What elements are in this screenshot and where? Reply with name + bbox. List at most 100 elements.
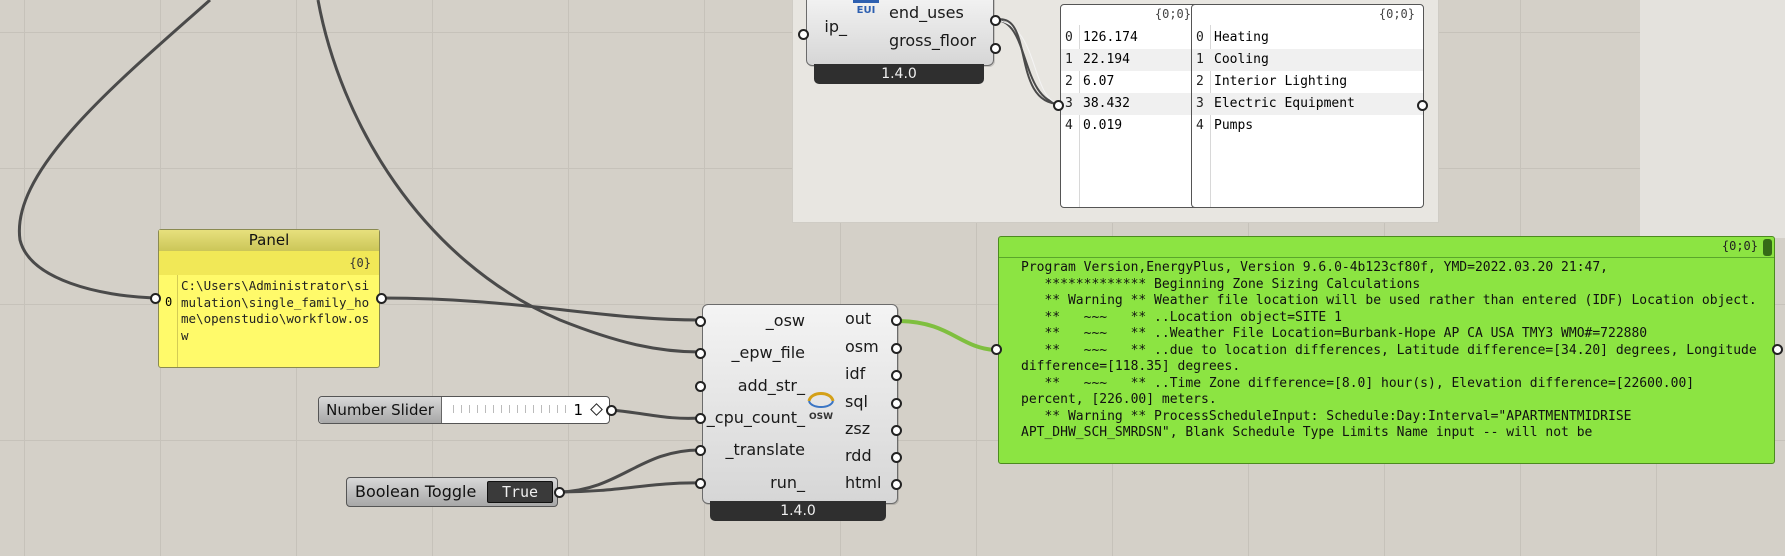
osw-input-epw-file: _epw_file xyxy=(731,343,805,362)
boolean-toggle-label: Boolean Toggle xyxy=(355,482,477,501)
output-panel-in-port[interactable] xyxy=(991,344,1002,355)
osw-zsz-port[interactable] xyxy=(891,425,902,436)
eui-output-gross-floor: gross_floor xyxy=(889,31,977,50)
osw-sql-port[interactable] xyxy=(891,398,902,409)
number-slider-out-port[interactable] xyxy=(606,405,617,416)
list-item: 3 38.432 xyxy=(1061,93,1211,115)
boolean-toggle[interactable]: Boolean Toggle True xyxy=(346,477,558,507)
osw-idf-port[interactable] xyxy=(891,370,902,381)
wire-epw-loop[interactable] xyxy=(316,0,701,354)
row-index: 0 xyxy=(1196,30,1204,45)
osw-input-cpu-count: _cpu_count_ xyxy=(706,408,805,427)
names-panel-out-port[interactable] xyxy=(1417,100,1428,111)
list-item: 0 126.174 xyxy=(1061,27,1211,49)
row-value: 38.432 xyxy=(1083,96,1130,111)
wire-end-uses-c[interactable] xyxy=(994,18,1061,105)
row-index: 3 xyxy=(1065,96,1073,111)
osw-version-bar: 1.4.0 xyxy=(710,501,886,521)
wire-end-uses-b[interactable] xyxy=(994,19,1061,105)
osw-html-port[interactable] xyxy=(891,479,902,490)
osw-icon-label: OSW xyxy=(809,412,833,422)
row-value: Electric Equipment xyxy=(1214,96,1355,111)
wire-toggle-to-run[interactable] xyxy=(559,481,701,494)
list-item: 0 Heating xyxy=(1192,27,1423,49)
osw-input-add-str: add_str_ xyxy=(737,376,805,395)
row-index: 0 xyxy=(1065,30,1073,45)
run-osw-component[interactable]: _osw _epw_file add_str_ _cpu_count_ _tra… xyxy=(702,304,898,504)
row-value: Pumps xyxy=(1214,118,1254,133)
values-panel-divider xyxy=(1079,25,1080,207)
osw-output-sql: sql xyxy=(845,392,868,411)
osw-icon: OSW xyxy=(803,387,839,423)
output-panel-out-port[interactable] xyxy=(1772,344,1783,355)
eui-end-uses-port[interactable] xyxy=(990,15,1001,26)
output-panel-text: Program Version,EnergyPlus, Version 9.6.… xyxy=(1021,260,1757,440)
eui-component[interactable]: EUI ip_ end_uses gross_floor xyxy=(806,0,994,66)
number-slider-track[interactable] xyxy=(453,405,573,413)
eui-ip-port[interactable] xyxy=(798,29,809,40)
wire-slider-to-cpu[interactable] xyxy=(611,408,701,420)
eui-output-end-uses: end_uses xyxy=(889,3,964,22)
row-value: Interior Lighting xyxy=(1214,74,1348,89)
osw-run-port[interactable] xyxy=(695,478,706,489)
values-panel-path: {0;0} xyxy=(1154,7,1191,21)
osw-cpu-count-port[interactable] xyxy=(695,413,706,424)
row-index: 4 xyxy=(1065,118,1073,133)
row-value: Cooling xyxy=(1214,52,1269,67)
file-path-panel-out-port[interactable] xyxy=(376,293,387,304)
row-index: 2 xyxy=(1065,74,1073,89)
osw-output-idf: idf xyxy=(845,364,866,383)
row-value: Heating xyxy=(1214,30,1269,45)
osw-osw-port[interactable] xyxy=(695,316,706,327)
values-panel-in-port[interactable] xyxy=(1053,100,1064,111)
osw-input-translate: _translate xyxy=(725,440,806,459)
osw-output-rdd: rdd xyxy=(845,446,872,465)
row-value: 0.019 xyxy=(1083,118,1123,133)
panel-title: Panel xyxy=(159,230,379,252)
boolean-toggle-value[interactable]: True xyxy=(487,481,553,503)
number-slider[interactable]: Number Slider 1 xyxy=(318,396,610,424)
row-index: 3 xyxy=(1196,96,1204,111)
eui-icon-label: EUI xyxy=(857,5,876,15)
eui-gross-floor-port[interactable] xyxy=(990,43,1001,54)
panel-divider xyxy=(177,275,178,367)
file-path-panel[interactable]: Panel {0} 0 C:\Users\Administrator\simul… xyxy=(158,229,380,368)
eui-icon: EUI xyxy=(849,0,883,16)
eui-input-ip: ip_ xyxy=(824,17,847,36)
boolean-toggle-out-port[interactable] xyxy=(554,487,565,498)
row-value: 6.07 xyxy=(1083,74,1115,89)
row-index: 4 xyxy=(1196,118,1204,133)
osw-output-html: html xyxy=(845,473,882,492)
list-item: 3 Electric Equipment xyxy=(1192,93,1423,115)
number-slider-label: Number Slider xyxy=(319,397,442,423)
osw-rdd-port[interactable] xyxy=(891,452,902,463)
row-value: 126.174 xyxy=(1083,30,1138,45)
wire-path-to-osw[interactable] xyxy=(381,296,701,322)
wire-upper-loop[interactable] xyxy=(17,0,211,300)
wire-toggle-to-translate[interactable] xyxy=(559,448,701,494)
osw-output-osm: osm xyxy=(845,337,879,356)
osw-osm-port[interactable] xyxy=(891,343,902,354)
list-item: 4 Pumps xyxy=(1192,115,1423,137)
osw-translate-port[interactable] xyxy=(695,445,706,456)
output-panel-scrollbar[interactable] xyxy=(1763,239,1772,256)
output-panel[interactable]: {0;0} Program Version,EnergyPlus, Versio… xyxy=(998,236,1775,464)
wire-out-to-panel[interactable] xyxy=(899,319,996,352)
osw-input-osw: _osw xyxy=(765,311,805,330)
osw-epw-file-port[interactable] xyxy=(695,348,706,359)
row-index: 1 xyxy=(1196,52,1204,67)
file-path-panel-in-port[interactable] xyxy=(150,293,161,304)
panel-path: {0} xyxy=(349,256,371,270)
osw-out-port[interactable] xyxy=(891,315,902,326)
wire-end-uses-a[interactable] xyxy=(994,19,1061,105)
osw-add-str-port[interactable] xyxy=(695,381,706,392)
names-panel-path: {0;0} xyxy=(1378,7,1415,21)
panel-index: 0 xyxy=(165,295,173,309)
